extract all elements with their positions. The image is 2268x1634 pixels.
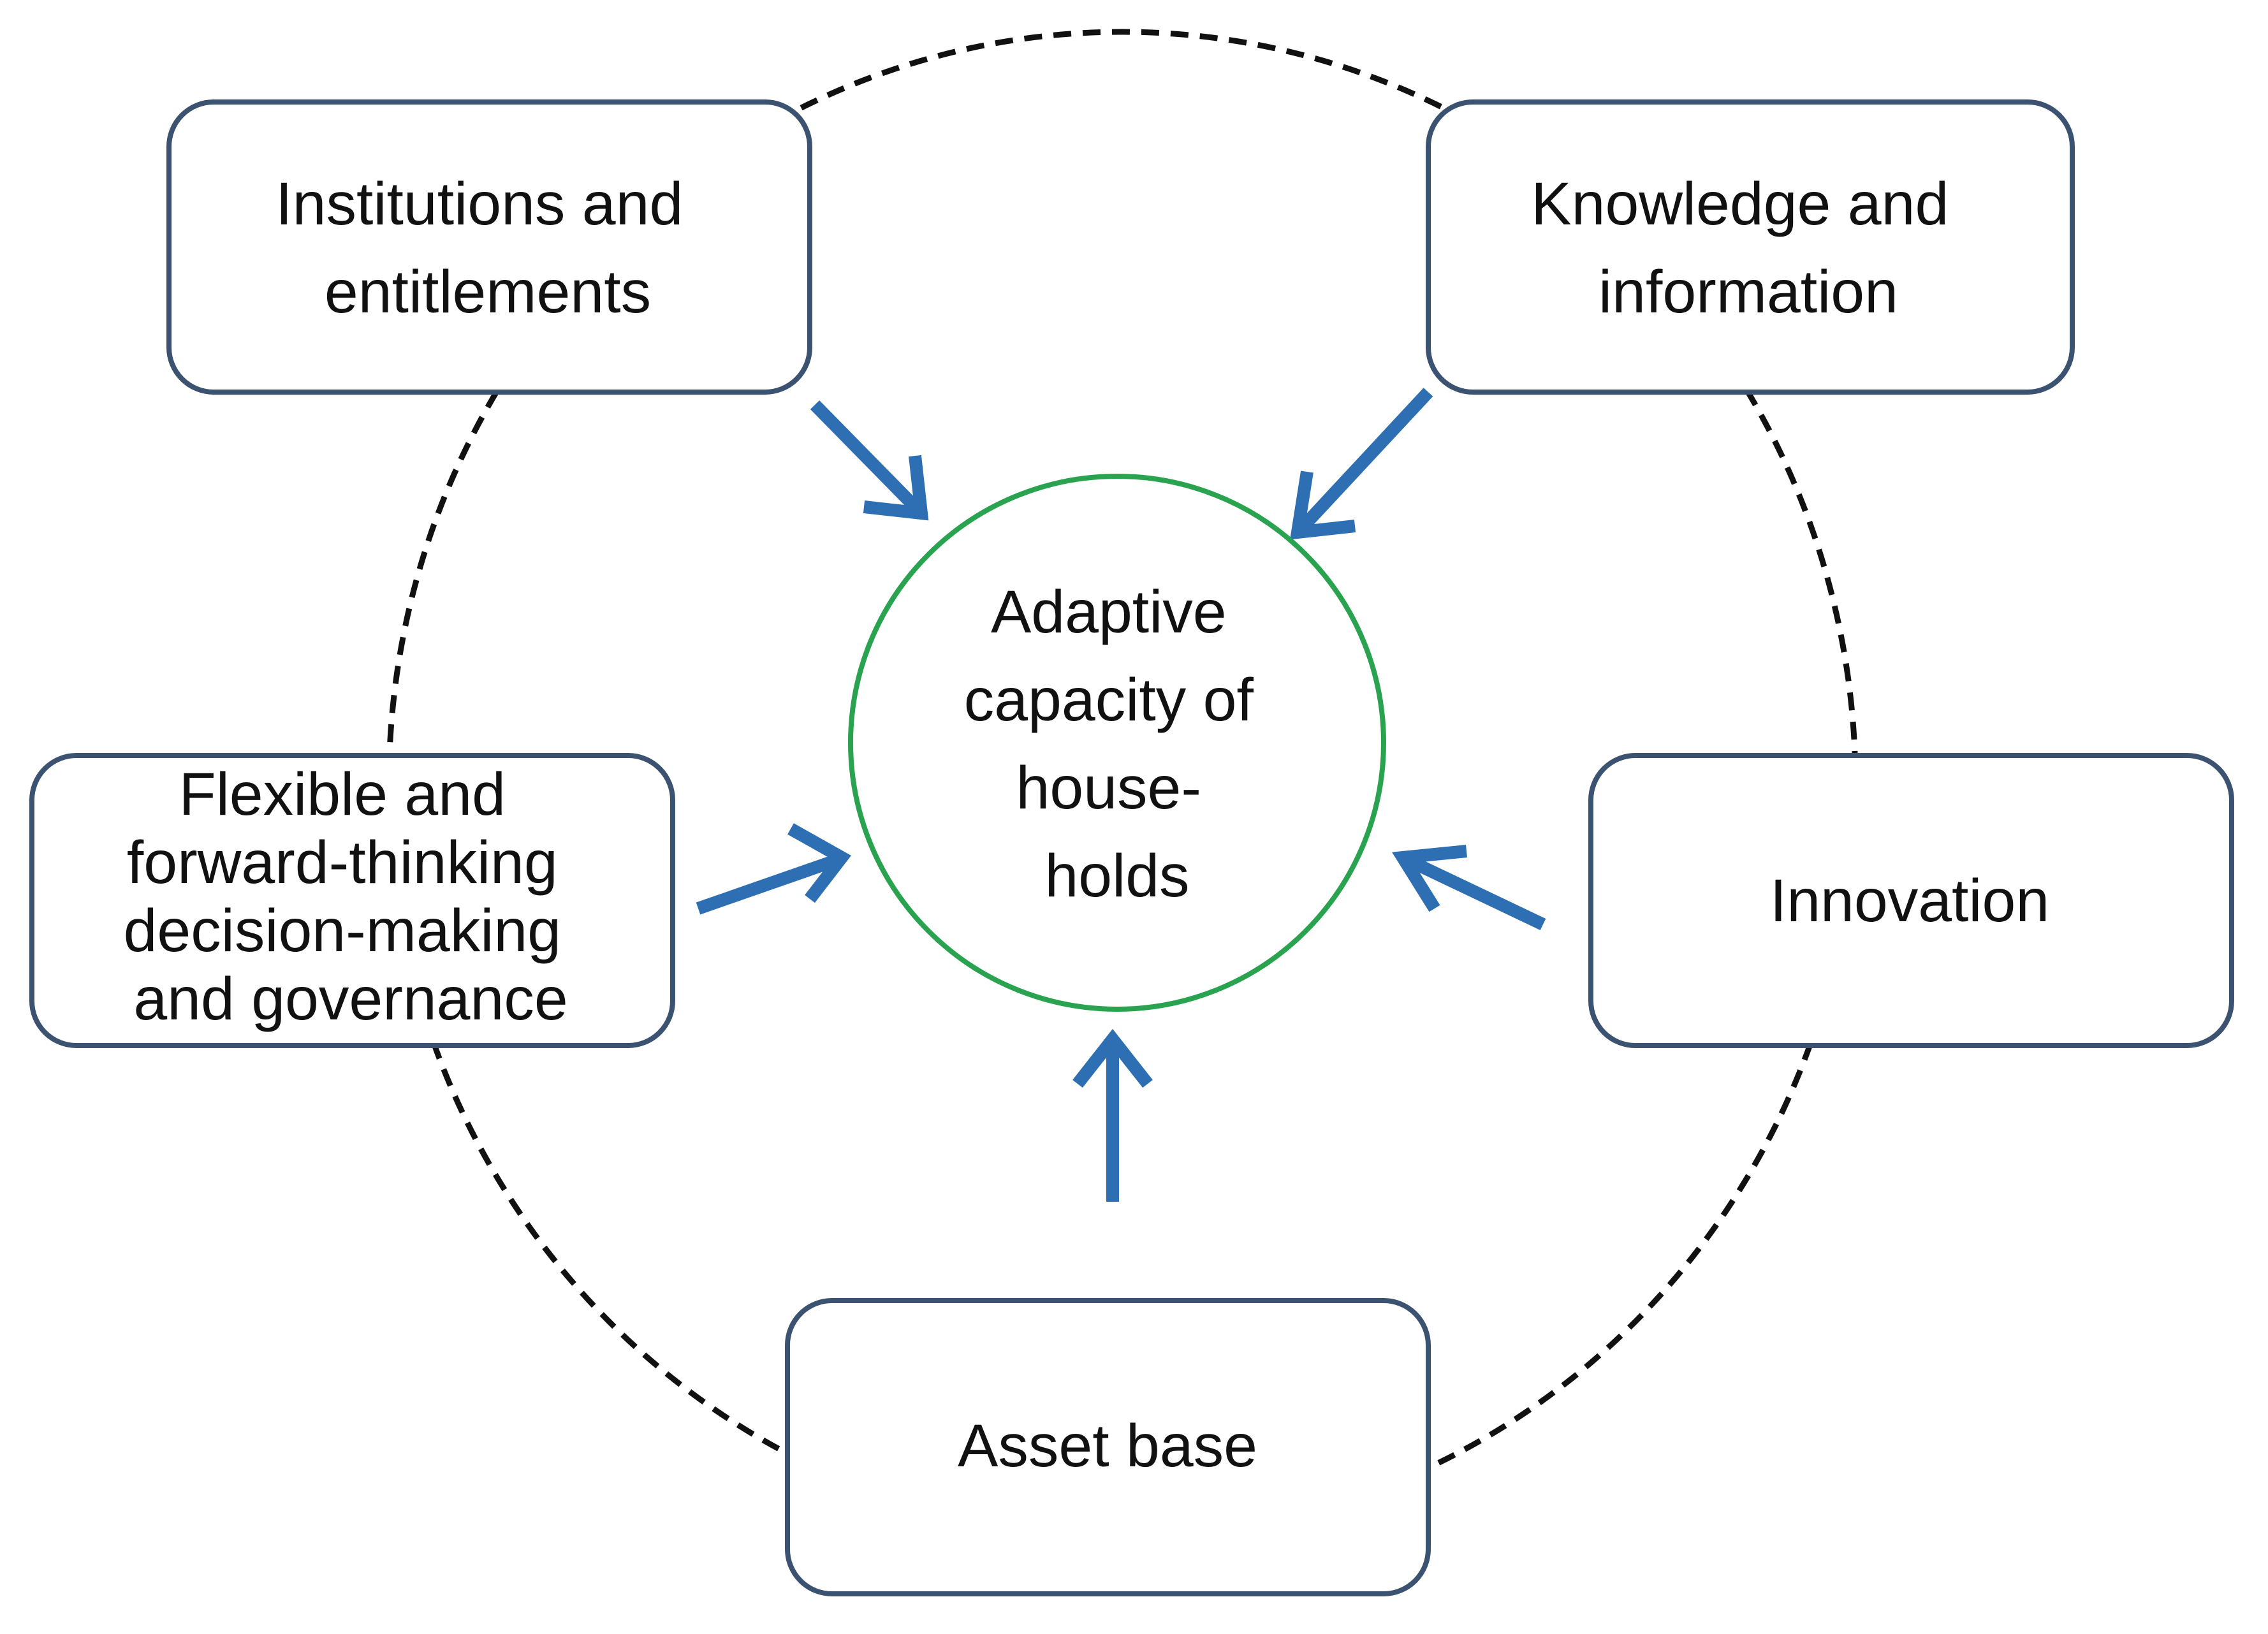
center-label-line: holds [1044, 842, 1189, 910]
center-node: Adaptive capacity of house- holds [848, 474, 1386, 1012]
node-flexible: Flexible and forward-thinking decision-m… [29, 753, 675, 1048]
center-label: Adaptive capacity of house- holds [964, 578, 1271, 910]
center-label-line: house- [1016, 754, 1201, 822]
arrow-flexible-to-center [696, 823, 851, 915]
center-circle [848, 474, 1386, 1012]
node-label-line: forward-thinking [127, 829, 558, 896]
node-asset: Asset base [785, 1298, 1431, 1596]
node-innovation: Innovation [1588, 753, 2234, 1048]
node-label-line: Asset base [958, 1412, 1257, 1480]
node-innovation-label: Innovation [1770, 867, 2049, 935]
center-label-line: capacity of [964, 666, 1254, 734]
node-institutions-label: Institutions and entitlements [275, 170, 699, 326]
node-asset-label: Asset base [958, 1412, 1257, 1480]
arrow-asset-to-center [1072, 1028, 1153, 1202]
node-label-line: Knowledge and [1531, 170, 1949, 238]
arrow-knowledge-to-center [1290, 388, 1433, 540]
center-label-line: Adaptive [991, 578, 1227, 646]
node-institutions: Institutions and entitlements [166, 99, 812, 395]
node-label-line: Institutions and [275, 170, 683, 238]
node-label-line: decision-making [124, 897, 561, 965]
node-knowledge-label: Knowledge and information [1531, 170, 1965, 326]
node-label-line: information [1599, 258, 1898, 326]
node-label-line: Innovation [1770, 867, 2049, 935]
node-flexible-label: Flexible and forward-thinking decision-m… [124, 761, 578, 1033]
node-label-line: Flexible and [179, 761, 506, 828]
node-knowledge: Knowledge and information [1426, 99, 2075, 395]
node-label-line: and governance [133, 965, 567, 1033]
node-label-line: entitlements [325, 258, 651, 326]
arrow-institutions-to-center [810, 400, 929, 521]
arrow-innovation-to-center [1391, 845, 1546, 931]
